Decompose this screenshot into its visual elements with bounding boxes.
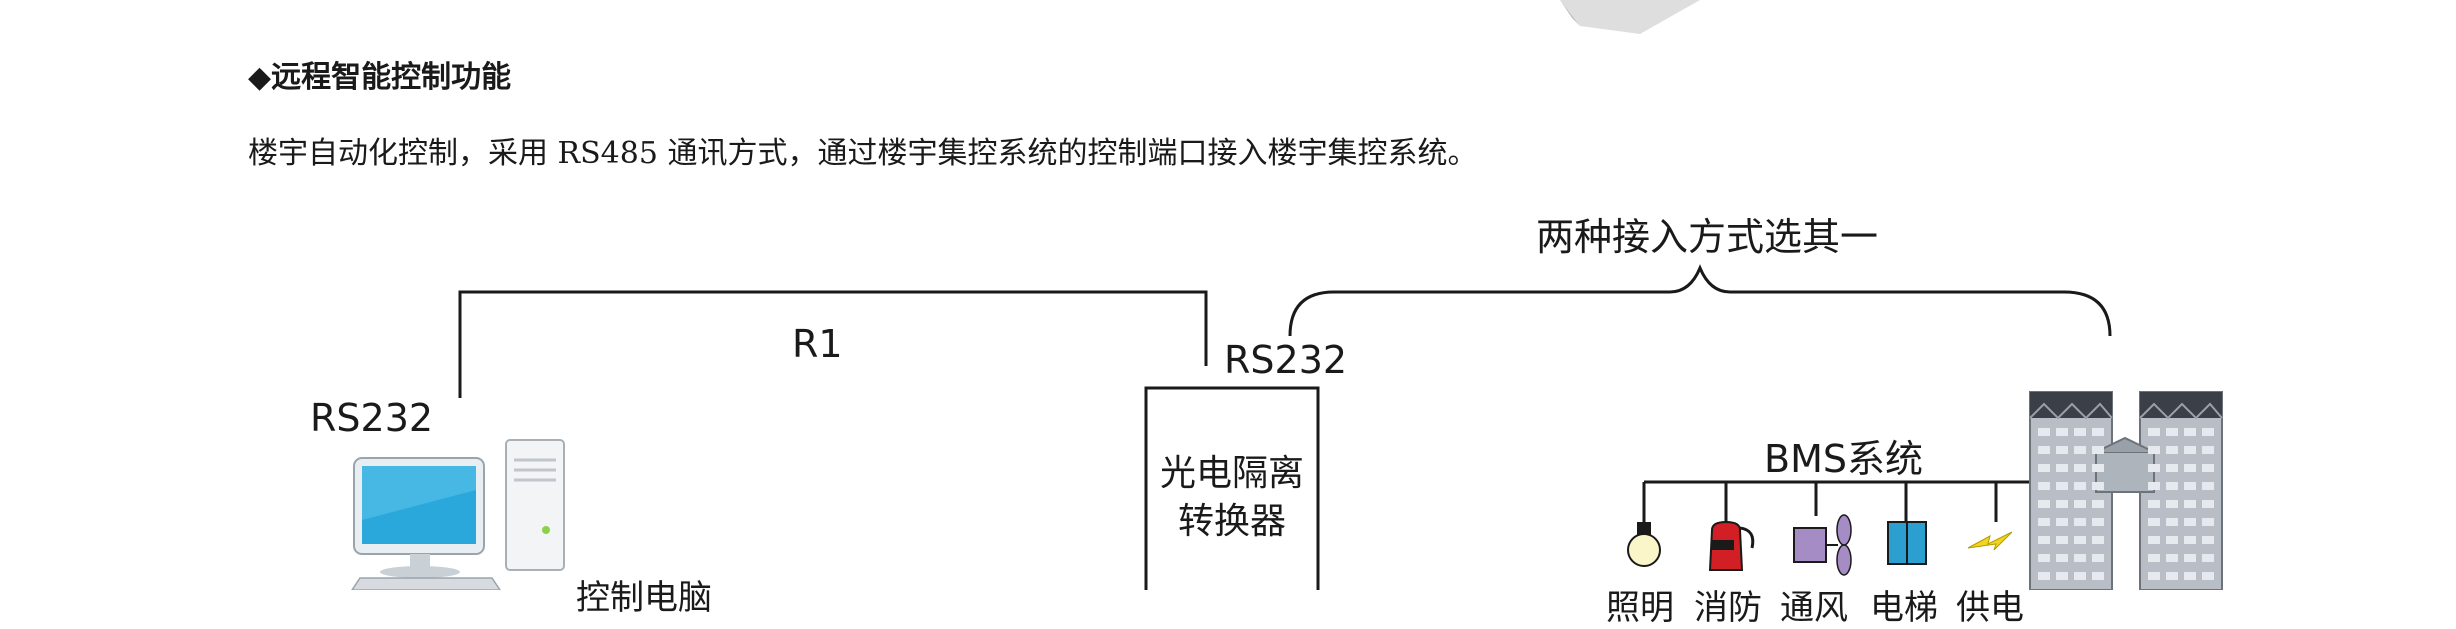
device-image-corner [1560,0,1700,34]
elevator-icon [1887,521,1927,565]
converter-label-line2: 转换器 [1177,501,1286,542]
section-description: 楼宇自动化控制，采用 RS485 通讯方式，通过楼宇集控系统的控制端口接入楼宇集… [248,136,1478,171]
device-label-power: 供电 [1956,588,2024,628]
converter-port-label: RS232 [1224,338,1348,382]
converter-box [1144,386,1320,590]
device-label-ventilation: 通风 [1780,588,1848,628]
computer-icon [351,439,565,590]
choice-brace [1288,264,2112,337]
building-icon [2029,391,2223,590]
bms-label: BMS系统 [1764,437,1923,481]
ventilation-fan-icon [1793,514,1852,576]
device-label-lighting: 照明 [1606,588,1674,628]
section-heading: ◆远程智能控制功能 [248,60,512,95]
r1-label: R1 [792,322,843,366]
r1-link-line [458,290,1208,398]
choice-label: 两种接入方式选其一 [1536,215,1879,259]
lighting-bulb-icon [1627,522,1661,567]
power-bolt-icon [1967,531,2013,551]
converter-label: 光电隔离 转换器 [1146,450,1318,546]
fire-extinguisher-icon [1708,520,1755,571]
pc-label: 控制电脑 [576,578,712,618]
converter-label-line1: 光电隔离 [1159,453,1304,494]
system-diagram [351,0,2223,590]
pc-port-label: RS232 [310,396,434,440]
device-label-fire: 消防 [1694,588,1762,628]
device-label-elevator: 电梯 [1870,588,1938,628]
